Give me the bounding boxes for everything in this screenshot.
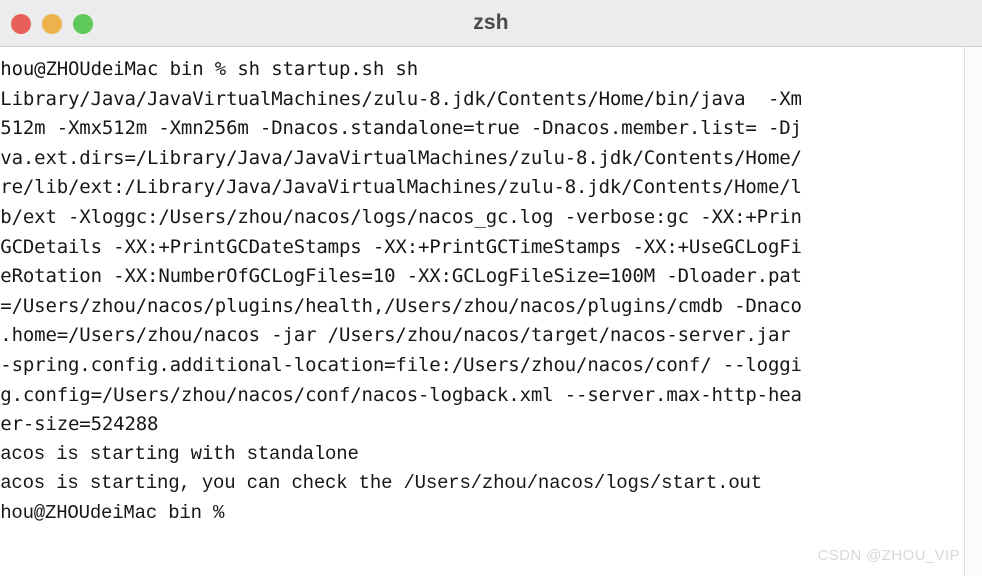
terminal-content[interactable]: zhou@ZHOUdeiMac bin % sh startup.sh sh/L…	[0, 47, 982, 576]
terminal-line: s512m -Xmx512m -Xmn256m -Dnacos.standalo…	[0, 117, 802, 140]
terminal-line: nacos is starting, you can check the /Us…	[0, 472, 762, 495]
terminal-line: nacos is starting with standalone	[0, 442, 359, 465]
terminal-line: leRotation -XX:NumberOfGCLogFiles=10 -XX…	[0, 265, 802, 288]
terminal-line: s.home=/Users/zhou/nacos -jar /Users/zho…	[0, 324, 791, 347]
window-titlebar[interactable]: zsh	[0, 0, 982, 47]
terminal-line: zhou@ZHOUdeiMac bin % sh startup.sh sh	[0, 58, 418, 80]
terminal-line: zhou@ZHOUdeiMac bin %	[0, 501, 225, 524]
terminal-line: der-size=524288	[0, 413, 159, 436]
maximize-window-button[interactable]	[73, 13, 93, 34]
terminal-line: --spring.config.additional-location=file…	[0, 353, 802, 376]
terminal-line: jre/lib/ext:/Library/Java/JavaVirtualMac…	[0, 176, 802, 199]
minimize-window-button[interactable]	[42, 13, 62, 34]
terminal-line: tGCDetails -XX:+PrintGCDateStamps -XX:+P…	[0, 235, 802, 258]
terminal-line: ava.ext.dirs=/Library/Java/JavaVirtualMa…	[0, 146, 802, 169]
close-window-button[interactable]	[11, 13, 31, 34]
terminal-line: ib/ext -Xloggc:/Users/zhou/nacos/logs/na…	[0, 205, 802, 228]
terminal-line: h=/Users/zhou/nacos/plugins/health,/User…	[0, 294, 802, 317]
terminal-line: ng.config=/Users/zhou/nacos/conf/nacos-l…	[0, 383, 802, 406]
window-controls	[11, 0, 93, 47]
terminal-line: /Library/Java/JavaVirtualMachines/zulu-8…	[0, 87, 802, 110]
terminal-scrollbar[interactable]	[964, 47, 982, 576]
watermark-text: CSDN @ZHOU_VIP	[817, 547, 960, 564]
terminal-output: zhou@ZHOUdeiMac bin % sh startup.sh sh/L…	[0, 55, 982, 529]
window-title: zsh	[473, 11, 509, 34]
